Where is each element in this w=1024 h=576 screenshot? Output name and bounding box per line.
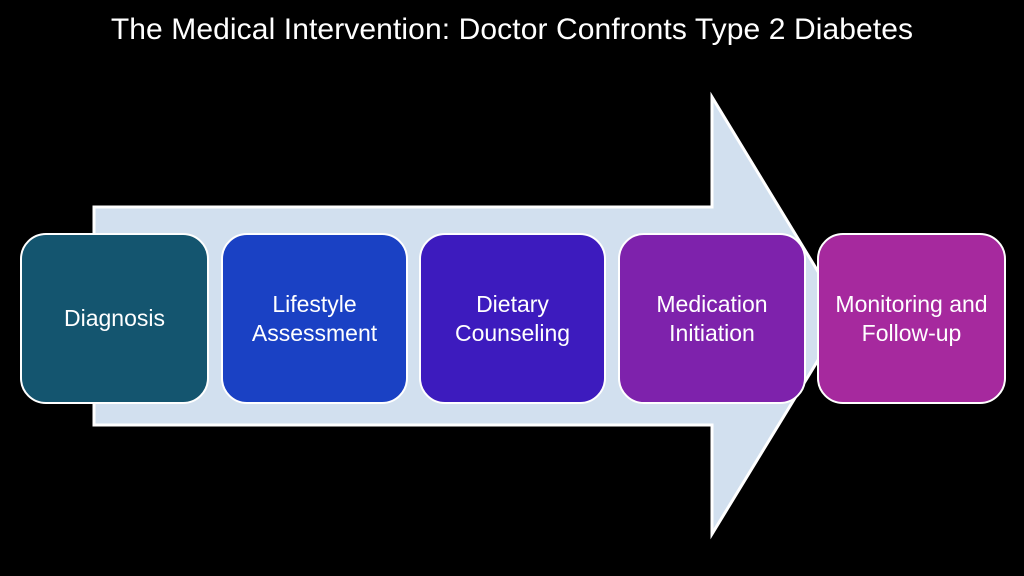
stage-box-diagnosis[interactable]: Diagnosis: [20, 233, 209, 404]
stage-box-lifestyle-assessment[interactable]: Lifestyle Assessment: [221, 233, 408, 404]
stage-label: Lifestyle Assessment: [251, 290, 378, 346]
stage-label: Medication Initiation: [656, 290, 768, 346]
stage-box-monitoring-and-follow-up[interactable]: Monitoring and Follow-up: [817, 233, 1006, 404]
stage-box-dietary-counseling[interactable]: Dietary Counseling: [419, 233, 606, 404]
page-title: The Medical Intervention: Doctor Confron…: [110, 13, 914, 46]
stage-box-medication-initiation[interactable]: Medication Initiation: [618, 233, 806, 404]
stage-label: Dietary Counseling: [454, 290, 571, 346]
stage-label: Diagnosis: [64, 305, 165, 331]
stage-label: Monitoring and Follow-up: [835, 290, 988, 346]
